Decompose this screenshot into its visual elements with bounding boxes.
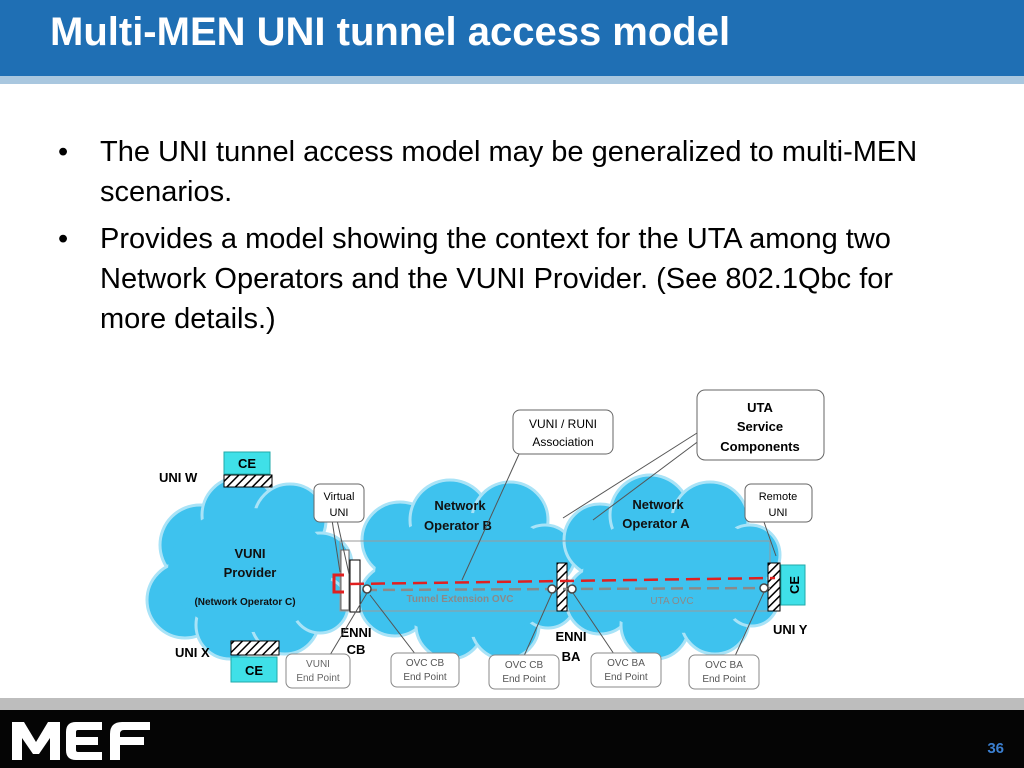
uni-w-label: UNI W [159, 470, 198, 485]
vuni-provider-label-1: VUNI [234, 546, 265, 561]
footer-strip [0, 698, 1024, 710]
cloud-vuni-provider [145, 475, 354, 661]
callout-ovc-cb1-line1: OVC CB [406, 658, 445, 669]
ce-box-right [780, 564, 806, 606]
callout-remote-uni-line2: UNI [769, 507, 788, 519]
cloud-operator-b [357, 478, 578, 661]
operator-a-label-1: Network [632, 497, 684, 512]
uta-tunnel-line [349, 576, 776, 586]
enni-ba-port [556, 562, 568, 612]
endpoint-dot [759, 583, 769, 593]
network-diagram: CE UNI W CE UNI X CE UNI Y ENNI CB ENNI … [145, 389, 825, 690]
endpoint-dot [547, 584, 557, 594]
operator-b-label-1: Network [434, 498, 486, 513]
callout-ovc-cb2-line2: End Point [502, 674, 546, 685]
callout-ovc-cb-end-point-2 [488, 654, 560, 690]
ce-label-bottom: CE [245, 663, 263, 678]
callout-uta-service-components [696, 389, 825, 461]
bullet-item: • Provides a model showing the context f… [58, 219, 958, 339]
callout-virtual-uni-line2: UNI [330, 507, 349, 519]
vuni-provider-label-2: Provider [224, 565, 277, 580]
callout-virtual-uni-line1: Virtual [324, 491, 355, 503]
operator-b-label-2: Operator B [424, 518, 492, 533]
callout-uta-line3: Components [720, 439, 799, 454]
enni-cb-port [349, 559, 361, 613]
callout-vuni-runi-line1: VUNI / RUNI [529, 417, 597, 431]
bullet-text: The UNI tunnel access model may be gener… [100, 136, 918, 208]
callout-pointers [329, 432, 777, 657]
cloud-operator-a [562, 473, 782, 661]
uni-x-label: UNI X [175, 645, 210, 660]
callout-uta-line2: Service [737, 419, 783, 434]
callout-ovc-ba-end-point-2 [688, 654, 760, 690]
bullet-list: • The UNI tunnel access model may be gen… [58, 132, 958, 346]
bullet-text: Provides a model showing the context for… [100, 223, 894, 335]
callout-ovc-ba1-line1: OVC BA [607, 658, 645, 669]
callout-ovc-cb-end-point-1 [390, 652, 460, 688]
footer-bar [0, 710, 1024, 768]
callout-vuni-runi-association [512, 409, 614, 455]
enni-ba-label-1: ENNI [555, 629, 586, 644]
enni-cb-label-1: ENNI [340, 625, 371, 640]
tunnel-extension-ovc-label: Tunnel Extension OVC [406, 594, 513, 605]
bullet-dot: • [58, 223, 69, 255]
uta-ovc-label: UTA OVC [650, 596, 693, 607]
enni-cb-edge [340, 549, 350, 611]
operator-a-label-2: Operator A [622, 516, 690, 531]
callout-vuni-ep-line2: End Point [296, 673, 340, 684]
callout-vuni-ep-line1: VUNI [306, 659, 330, 670]
callout-vuni-runi-line2: Association [532, 435, 593, 449]
enni-cb-label-2: CB [347, 642, 366, 657]
title-bar-edge [0, 76, 1024, 84]
callout-vuni-end-point [285, 653, 351, 689]
bullet-dot: • [58, 136, 69, 168]
callout-uta-line1: UTA [747, 400, 773, 415]
callout-ovc-cb1-line2: End Point [403, 672, 447, 683]
uni-x-port [230, 640, 280, 656]
vuni-provider-sub: (Network Operator C) [194, 597, 295, 608]
callout-ovc-ba2-line2: End Point [702, 674, 746, 685]
bullet-item: • The UNI tunnel access model may be gen… [58, 132, 958, 212]
endpoint-dot [567, 584, 577, 594]
enni-ba-label-2: BA [562, 649, 581, 664]
vuni-bracket [332, 573, 344, 594]
endpoint-dot [362, 584, 372, 594]
page-number: 36 [987, 740, 1004, 757]
uni-y-label: UNI Y [773, 622, 808, 637]
ce-box-bottom [230, 656, 278, 683]
ce-box-top [223, 451, 271, 475]
mef-logo [12, 722, 150, 760]
title-bar [0, 0, 1024, 76]
callout-remote-uni-line1: Remote [759, 491, 798, 503]
slide-title: Multi-MEN UNI tunnel access model [50, 10, 731, 54]
callout-ovc-ba1-line2: End Point [604, 672, 648, 683]
uni-w-port [223, 474, 273, 488]
ce-label-right: CE [787, 576, 802, 594]
callout-ovc-cb2-line1: OVC CB [505, 660, 544, 671]
ce-label-top: CE [238, 456, 256, 471]
callout-ovc-ba2-line1: OVC BA [705, 660, 743, 671]
callout-virtual-uni [313, 483, 365, 523]
callout-ovc-ba-end-point-1 [590, 652, 662, 688]
callout-remote-uni [744, 483, 813, 523]
